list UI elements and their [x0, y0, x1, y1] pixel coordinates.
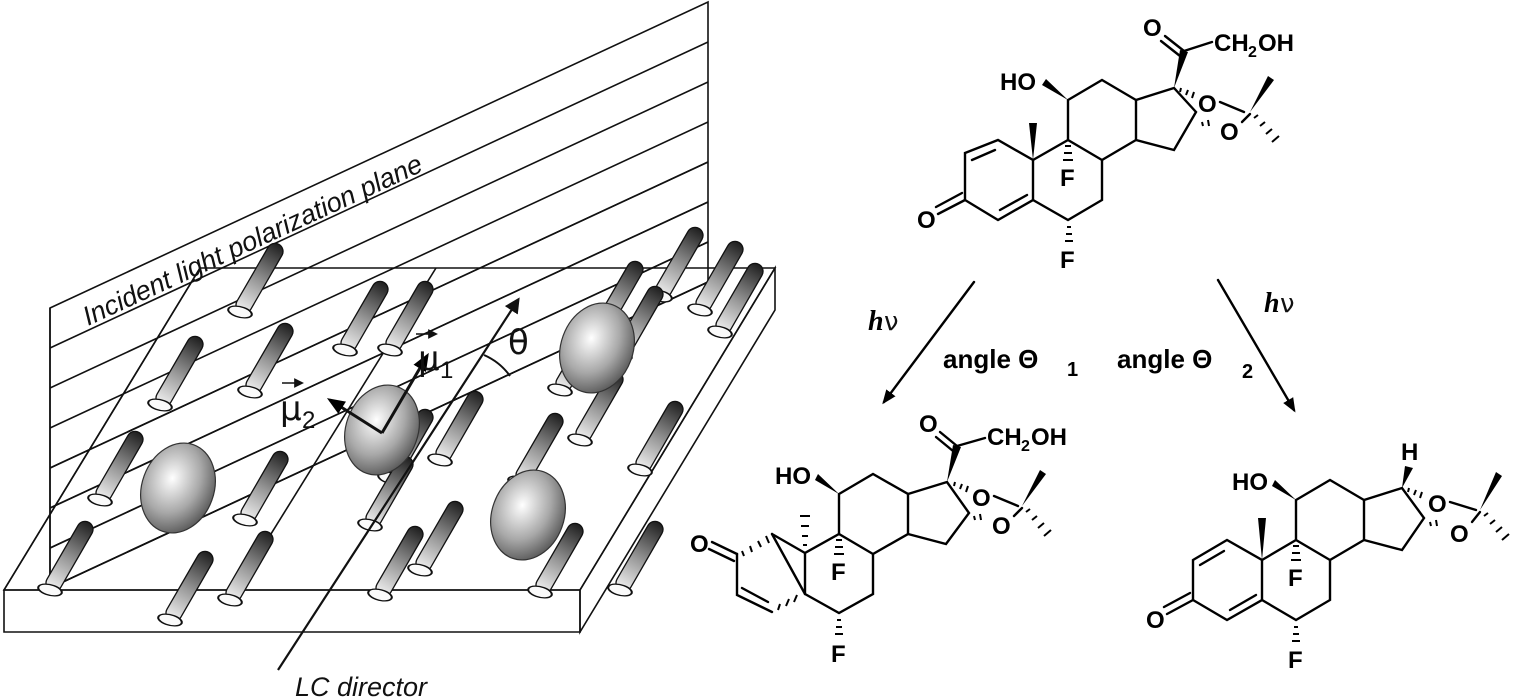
svg-text:O: O — [972, 485, 991, 512]
svg-text:F: F — [1060, 247, 1075, 274]
slab-edge — [3, 267, 201, 591]
guest-molecule-ellipsoid — [140, 442, 216, 534]
condition-label-2: angle Θ 2 — [1117, 344, 1253, 383]
svg-text:h: h — [1264, 288, 1280, 319]
svg-text:h: h — [868, 306, 884, 337]
lc-rod — [607, 520, 664, 597]
dipole-2-arrow — [326, 398, 383, 435]
lc-rod — [147, 335, 204, 412]
lc-rod — [237, 322, 294, 399]
svg-text:F: F — [831, 641, 846, 668]
condition-label-1: angle Θ 1 — [943, 344, 1078, 381]
svg-text:angle Θ: angle Θ — [943, 344, 1038, 374]
dipole-1-label: μ 1 — [416, 329, 453, 384]
lc-rod — [567, 370, 624, 447]
svg-text:2: 2 — [1248, 44, 1257, 61]
svg-text:CH: CH — [987, 424, 1022, 451]
svg-text:2: 2 — [1242, 361, 1253, 383]
pathway-2: h ν angle Θ 2 — [1117, 278, 1296, 413]
svg-text:1: 1 — [440, 357, 453, 384]
svg-text:H: H — [1401, 439, 1418, 466]
svg-text:2: 2 — [302, 407, 315, 434]
lc-rod — [232, 450, 289, 527]
pathway-1: h ν angle Θ 1 — [868, 280, 1078, 405]
svg-text:HO: HO — [775, 463, 811, 490]
svg-text:O: O — [917, 207, 936, 234]
lc-director-line — [277, 297, 520, 671]
guest-molecule-ellipsoid — [559, 302, 635, 394]
svg-text:ν: ν — [1280, 289, 1295, 319]
plane-hatch-line — [49, 41, 709, 349]
lc-rod — [367, 525, 424, 602]
light-label-2: h ν — [1264, 288, 1295, 319]
svg-text:HO: HO — [1232, 469, 1268, 496]
lc-rod — [357, 455, 414, 532]
svg-text:μ: μ — [280, 389, 302, 429]
lc-rod — [407, 500, 464, 577]
dipole-1-arrow — [380, 352, 429, 434]
lc-rod — [37, 520, 94, 597]
lc-rod — [627, 400, 684, 477]
lc-rod — [87, 430, 144, 507]
lc-rod — [427, 390, 484, 467]
plane-hatch-line — [49, 81, 709, 389]
svg-text:CH: CH — [1214, 30, 1249, 57]
svg-text:angle Θ: angle Θ — [1117, 344, 1212, 374]
dipole-2-label: μ 2 — [280, 378, 315, 434]
lc-cell-diagram: Incident light polarization plane LC dir… — [2, 0, 777, 700]
lc-molecules — [37, 226, 764, 627]
lc-director-label: LC director — [295, 672, 428, 700]
svg-text:O: O — [992, 513, 1011, 540]
svg-text:1: 1 — [1067, 359, 1078, 381]
light-label-1: h ν — [868, 306, 899, 337]
plane-hatch-line — [49, 121, 709, 429]
svg-text:F: F — [1060, 165, 1075, 192]
svg-text:O: O — [1198, 91, 1217, 118]
angle-arc — [483, 354, 511, 377]
svg-text:μ: μ — [418, 339, 440, 379]
svg-text:OH: OH — [1031, 424, 1067, 451]
guest-molecule-ellipsoid — [344, 384, 420, 476]
svg-text:O: O — [690, 531, 709, 558]
svg-text:O: O — [1220, 119, 1239, 146]
svg-text:OH: OH — [1258, 30, 1294, 57]
svg-text:F: F — [1288, 647, 1303, 674]
svg-text:O: O — [1428, 491, 1447, 518]
svg-text:ν: ν — [884, 307, 899, 337]
lc-rod — [707, 262, 764, 339]
lc-rod — [527, 522, 584, 599]
svg-text:F: F — [831, 559, 846, 586]
svg-text:O: O — [1146, 607, 1165, 634]
svg-text:O: O — [1450, 521, 1469, 548]
lc-rod — [332, 280, 389, 357]
svg-text:2: 2 — [1021, 438, 1030, 455]
reactant-structure: O F F HO O CH 2 OH O O — [917, 15, 1294, 274]
svg-text:HO: HO — [1000, 69, 1036, 96]
svg-text:F: F — [1288, 565, 1303, 592]
product-1-structure: O F F HO O CH 2 OH O O — [690, 411, 1067, 668]
lc-rod — [377, 280, 434, 357]
plane-hatch-line — [49, 161, 709, 469]
guest-molecule-ellipsoid — [490, 469, 566, 561]
svg-text:O: O — [919, 411, 938, 438]
svg-text:O: O — [1143, 15, 1162, 42]
lc-rod — [227, 242, 284, 319]
product-2-structure: O F F HO H O O — [1146, 439, 1510, 674]
lc-rod — [687, 240, 744, 317]
lc-rod — [157, 550, 214, 627]
angle-theta-label: θ — [508, 323, 529, 363]
lc-rod — [217, 530, 274, 607]
